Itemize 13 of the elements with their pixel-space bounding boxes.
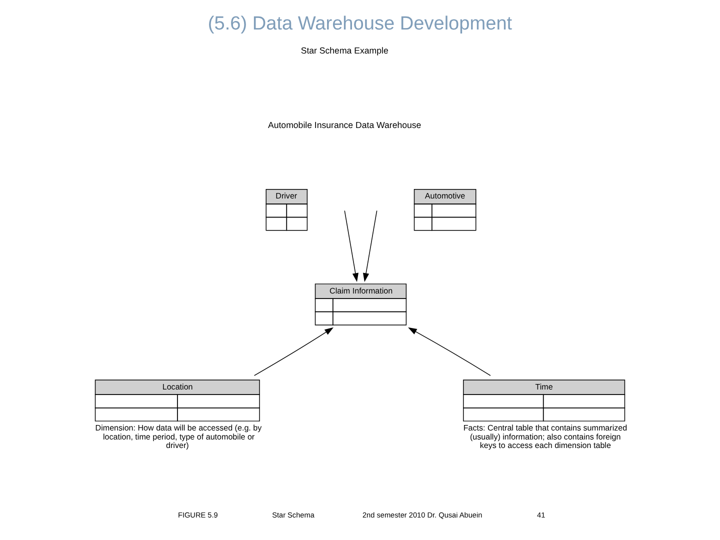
arrow: [254, 327, 334, 376]
arrow: [362, 210, 378, 282]
node-label: Dimension: How data will be accessed (e.g. by location, time period, type of automobile or driver): [95, 423, 262, 450]
label: 41: [537, 510, 546, 520]
node-label: Facts: Central table that contains summarized (usually) information; also contains foreign keys to access each dimension table: [463, 423, 628, 450]
label: FIGURE 5.9: [178, 510, 218, 520]
arrow: [344, 210, 358, 282]
label: Star Schema Example: [300, 46, 388, 56]
diagram-title: (5.6) Data Warehouse Development: [208, 13, 512, 34]
arrow: [408, 327, 491, 376]
label: Automobile Insurance Data Warehouse: [268, 120, 422, 130]
label: Star Schema: [272, 510, 314, 520]
label: 2nd semester 2010 Dr. Qusai Abuein: [362, 510, 482, 520]
